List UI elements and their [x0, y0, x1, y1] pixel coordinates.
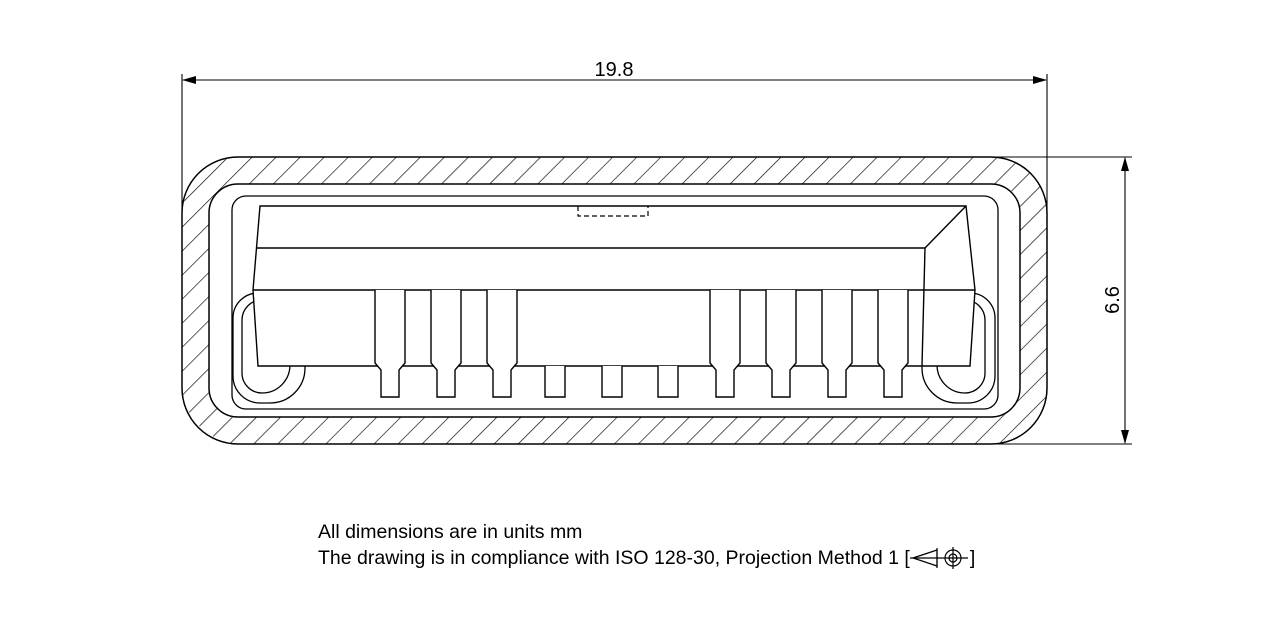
contact-pin — [374, 290, 406, 398]
compliance-note: The drawing is in compliance with ISO 12… — [318, 545, 975, 571]
contact-pin-short — [544, 366, 566, 398]
compliance-close: ] — [969, 547, 976, 569]
width-dimension — [181, 74, 1048, 210]
contact-pin-short — [657, 366, 679, 398]
connector-body — [252, 205, 976, 367]
drawing-notes: All dimensions are in units mm The drawi… — [318, 519, 975, 571]
right-latch-slot — [921, 292, 996, 404]
inner-shell-outline — [208, 183, 1021, 418]
left-latch-slot — [232, 292, 306, 404]
contact-pins — [374, 290, 909, 398]
outer-shell-outline — [181, 156, 1048, 445]
contact-pin — [709, 290, 741, 398]
height-dimension-label: 6.6 — [1102, 286, 1124, 314]
contact-pin — [877, 290, 909, 398]
contact-pin — [430, 290, 462, 398]
contact-pin — [765, 290, 797, 398]
compliance-text: The drawing is in compliance with ISO 12… — [318, 547, 910, 569]
contact-pin-short — [601, 366, 623, 398]
height-dimension — [990, 156, 1132, 445]
first-angle-projection-icon — [909, 547, 968, 569]
width-dimension-label: 19.8 — [595, 59, 634, 81]
contact-pin — [486, 290, 518, 398]
hatched-shell — [181, 156, 1048, 445]
units-note: All dimensions are in units mm — [318, 521, 583, 543]
hidden-key-feature — [577, 206, 649, 217]
contact-pin — [821, 290, 853, 398]
inner-cavity-outline — [231, 195, 999, 410]
